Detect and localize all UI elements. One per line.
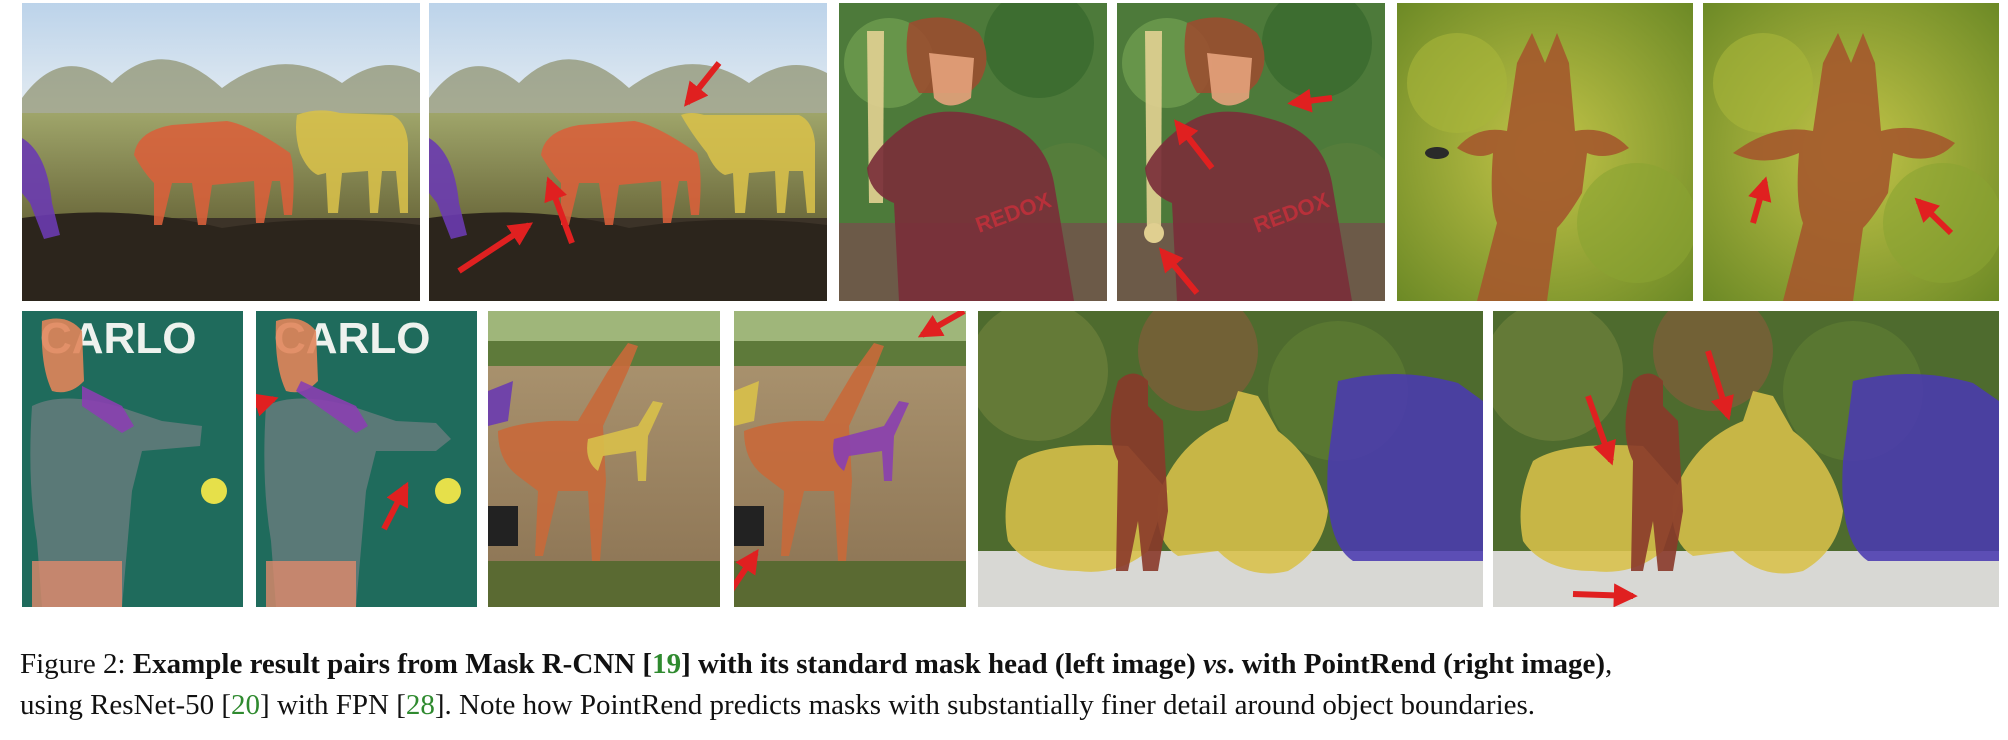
caption-line-2: using ResNet-50 [20] with FPN [28]. Note… xyxy=(20,685,1995,726)
caption-bold-1: Example result pairs from Mask R-CNN [ xyxy=(132,648,653,680)
caption-text-3: ] with FPN [ xyxy=(260,689,406,721)
panel-zebras-pointrend xyxy=(429,3,827,301)
panel-batter-maskrcnn: REDOX xyxy=(839,3,1107,301)
panel-tennis-pointrend: CARLO xyxy=(256,311,477,607)
caption-text-4: ]. Note how PointRend predicts masks wit… xyxy=(434,689,1536,721)
panel-batter-pointrend: REDOX xyxy=(1117,3,1385,301)
panel-motorcycle-pointrend xyxy=(1493,311,1999,607)
caption-comma: , xyxy=(1605,648,1613,680)
citation-20[interactable]: 20 xyxy=(231,689,261,721)
caption-vs: vs xyxy=(1203,648,1228,680)
caption-bold-2: ] with its standard mask head (left imag… xyxy=(681,648,1196,680)
citation-19[interactable]: 19 xyxy=(652,648,682,680)
citation-28[interactable]: 28 xyxy=(405,689,435,721)
panel-zebras-maskrcnn xyxy=(22,3,420,301)
panel-motorcycle-maskrcnn xyxy=(978,311,1483,607)
figure-label: Figure 2: xyxy=(20,648,126,680)
panel-giraffes-pointrend xyxy=(734,311,966,607)
panel-giraffe-head-maskrcnn xyxy=(1397,3,1693,301)
caption-text-2: using ResNet-50 [ xyxy=(20,689,232,721)
figure-caption: Figure 2: Example result pairs from Mask… xyxy=(20,644,1995,726)
panel-tennis-maskrcnn: CARLO xyxy=(22,311,243,607)
caption-bold-3: . with PointRend (right image) xyxy=(1227,648,1606,680)
caption-line-1: Figure 2: Example result pairs from Mask… xyxy=(20,644,1995,685)
panel-giraffes-maskrcnn xyxy=(488,311,720,607)
panel-giraffe-head-pointrend xyxy=(1703,3,1999,301)
